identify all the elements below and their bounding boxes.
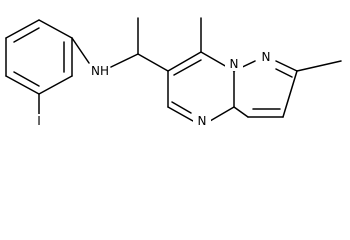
bond (275, 60, 298, 72)
bond-pyrazole-methyl (296, 60, 342, 72)
bond-nh-ch (110, 53, 139, 68)
bond (282, 70, 298, 118)
bond (167, 106, 194, 122)
bond (13, 71, 40, 87)
benzene-ring (5, 19, 73, 95)
pyrimidine-n-label: N (198, 114, 207, 128)
bond-ch-ring (137, 53, 169, 72)
bond (209, 106, 235, 122)
chemical-structure: I NH N N N (5, 17, 342, 129)
bond (38, 19, 73, 39)
bond (5, 19, 40, 39)
pyrimidine-ring (167, 51, 235, 122)
bond (233, 106, 249, 118)
amine-label: NH (91, 64, 109, 78)
bond (167, 51, 202, 72)
bond (38, 75, 73, 95)
pyrazole-ring (233, 60, 298, 118)
bond (171, 101, 192, 114)
bond (275, 68, 293, 78)
pyrazole-n-label: N (262, 50, 271, 64)
bond (173, 59, 202, 76)
bond (13, 27, 40, 43)
bond-aryl-nh (71, 37, 90, 64)
bond (5, 75, 40, 95)
bridge-n-label: N (230, 57, 239, 71)
iodine-label: I (37, 114, 41, 128)
